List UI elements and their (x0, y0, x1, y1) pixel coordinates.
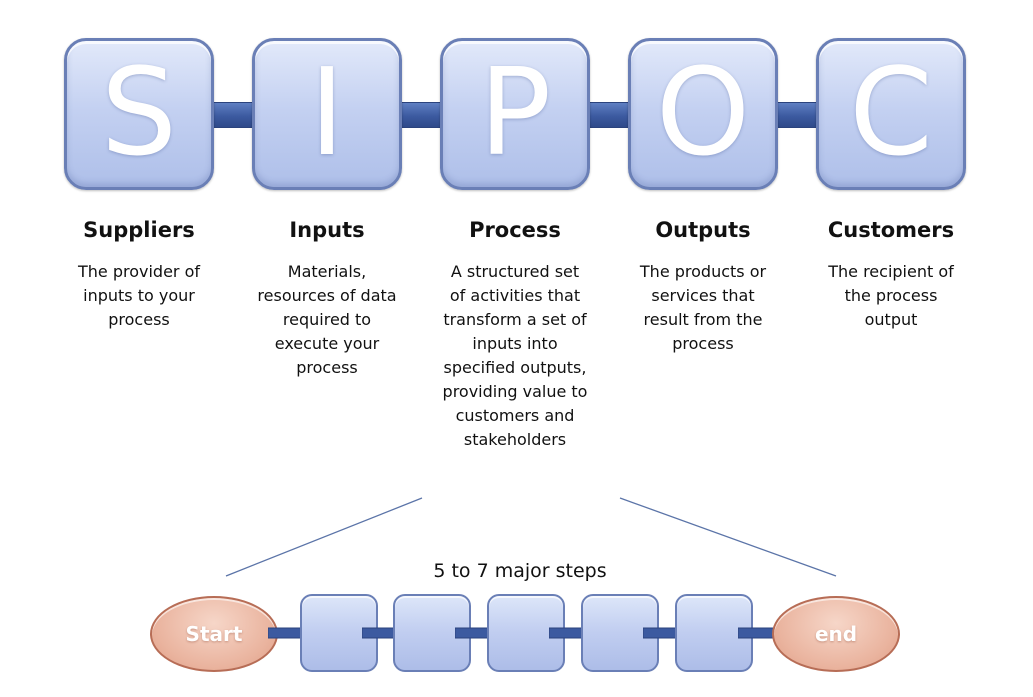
end-label: end (814, 622, 858, 646)
letter-box-s: S (64, 38, 214, 190)
letter-box-i: I (252, 38, 402, 190)
column-title-customers: Customers (827, 218, 955, 242)
start-node: Start (150, 596, 278, 672)
letter-o: O (655, 44, 751, 183)
letter-box-p: P (440, 38, 590, 190)
column-title-suppliers: Suppliers (83, 218, 195, 242)
column-desc-outputs: The products or services that result fro… (639, 262, 767, 353)
column-suppliers: Suppliers The provider of inputs to your… (54, 218, 224, 332)
column-desc-customers: The recipient of the process output (828, 262, 954, 329)
column-desc-inputs: Materials, resources of data required to… (257, 262, 397, 377)
column-inputs: Inputs Materials, resources of data requ… (242, 218, 412, 380)
column-outputs: Outputs The products or services that re… (618, 218, 788, 356)
letter-p: P (478, 44, 552, 183)
letter-box-c: C (816, 38, 966, 190)
column-desc-process: A structured set of activities that tran… (442, 262, 588, 449)
end-node: end (772, 596, 900, 672)
column-title-outputs: Outputs (655, 218, 751, 242)
column-title-process: Process (469, 218, 561, 242)
column-customers: Customers The recipient of the process o… (806, 218, 976, 332)
guide-line-right (619, 497, 837, 577)
letter-i: I (309, 44, 345, 183)
letter-c: C (849, 44, 933, 183)
start-label: Start (185, 622, 243, 646)
steps-label: 5 to 7 major steps (433, 560, 607, 582)
column-desc-suppliers: The provider of inputs to your process (77, 262, 200, 329)
guide-line-left (225, 497, 423, 577)
column-title-inputs: Inputs (289, 218, 365, 242)
column-process: Process A structured set of activities t… (430, 218, 600, 452)
letter-s: S (100, 44, 178, 183)
letter-box-o: O (628, 38, 778, 190)
